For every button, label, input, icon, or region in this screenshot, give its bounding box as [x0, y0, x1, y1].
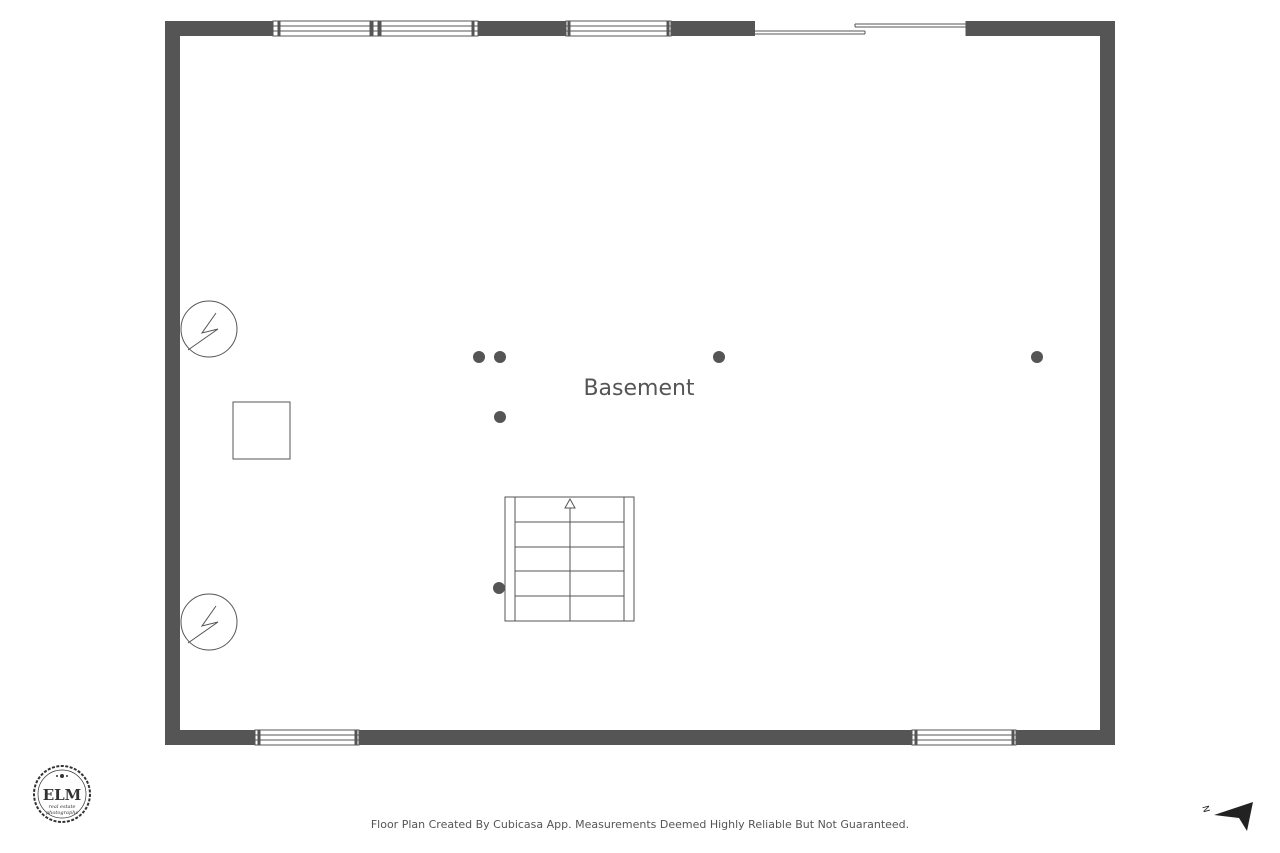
- wall-top-3: [671, 21, 755, 36]
- wall-left: [165, 21, 180, 745]
- room-label-basement: Basement: [583, 376, 694, 401]
- lightning-circle-icon: [180, 300, 238, 358]
- north-label: N: [1199, 805, 1210, 814]
- exterior-walls: [165, 21, 1115, 745]
- staircase: [504, 496, 635, 622]
- support-posts: [473, 351, 1043, 594]
- wall-top-1: [165, 21, 273, 36]
- logo-tagline-1: real estate: [48, 804, 75, 810]
- post: [494, 411, 506, 423]
- post: [713, 351, 725, 363]
- post: [1031, 351, 1043, 363]
- window-top-double: [272, 20, 479, 37]
- furnace-box: [232, 401, 291, 460]
- north-arrow-icon: N: [1199, 802, 1253, 831]
- post: [493, 582, 505, 594]
- wall-bottom-1: [165, 730, 255, 745]
- window-bottom-right: [911, 729, 1017, 746]
- window-bottom-left: [254, 729, 360, 746]
- wall-bottom-2: [359, 730, 912, 745]
- elm-logo: ELM real estate photographs: [33, 765, 91, 823]
- lightning-circle-icon: [180, 593, 238, 651]
- post: [473, 351, 485, 363]
- logo-brand-text: ELM: [43, 786, 82, 804]
- window-top-single: [565, 20, 672, 37]
- post: [494, 351, 506, 363]
- wall-top-4: [966, 21, 1115, 36]
- arrow-up-icon: [564, 497, 576, 509]
- wall-right: [1100, 21, 1115, 745]
- footer-disclaimer: Floor Plan Created By Cubicasa App. Meas…: [371, 818, 909, 831]
- logo-tagline-2: photographs: [46, 810, 78, 816]
- windows: [254, 20, 1017, 746]
- wall-bottom-3: [1016, 730, 1115, 745]
- sliding-door-top: [755, 21, 967, 36]
- wall-top-2: [478, 21, 566, 36]
